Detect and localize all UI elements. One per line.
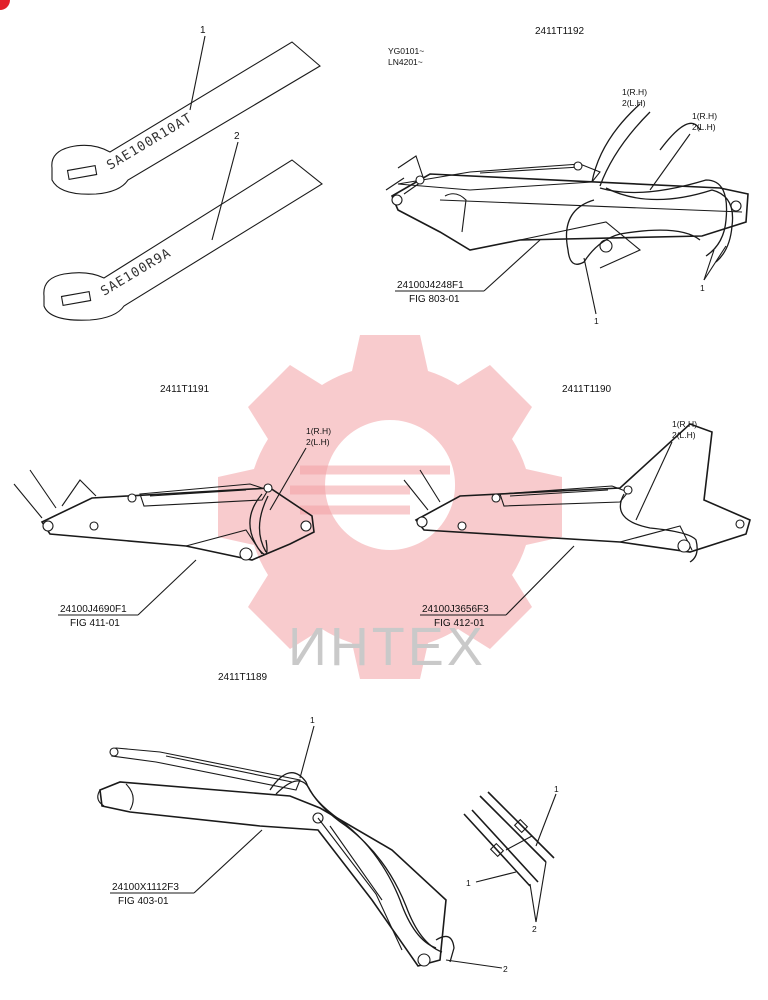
- view-2411T1192: 2411T1192 YG0101~ LN4201~ 1(R.H) 2(L.H) …: [385, 26, 749, 326]
- view-2411T1189: 2411T1189 1 24100X1112F3 FIG 403-01 2: [97, 672, 559, 974]
- view-1192-code: 2411T1192: [535, 26, 585, 37]
- hose-detail-inset: 1 1 2: [463, 784, 559, 934]
- view-1192-callout-a1: 1(R.H): [622, 87, 647, 97]
- view-1190-callout-1: 1(R.H): [672, 419, 697, 429]
- watermark-text: ИНТЕХ: [288, 617, 486, 677]
- view-1190-code: 2411T1190: [562, 384, 612, 395]
- view-1191-callout-1: 1(R.H): [306, 426, 331, 436]
- view-1191-part-number: 24100J4690F1: [60, 604, 127, 615]
- view-1191-callout-2: 2(L.H): [306, 437, 330, 447]
- view-1192-item-bottom: 1: [594, 316, 599, 326]
- watermark: ИНТЕХ: [218, 335, 562, 679]
- view-1189-part-number: 24100X1112F3: [112, 882, 179, 893]
- tag-callout-1: 1: [200, 25, 206, 36]
- view-2411T1191: 2411T1191 1(R.H) 2(L.H) 24100J4690F1 FIG…: [13, 384, 331, 629]
- tag-2-text: SAE100R9A: [98, 246, 174, 300]
- view-1189-item-top: 1: [310, 715, 315, 725]
- hose-tag-1: SAE100R10AT 1: [51, 25, 321, 195]
- view-1192-item-right: 1: [700, 283, 705, 293]
- view-1190-callout-2: 2(L.H): [672, 430, 696, 440]
- view-1192-callout-b1: 1(R.H): [692, 111, 717, 121]
- detail-item-1a: 1: [554, 784, 559, 794]
- hose-tag-2: SAE100R9A 2: [43, 131, 323, 321]
- view-1189-code: 2411T1189: [218, 672, 268, 683]
- view-1190-fig: FIG 412-01: [434, 618, 485, 629]
- corner-mark: [0, 0, 10, 10]
- view-1192-part-number: 24100J4248F1: [397, 280, 464, 291]
- view-1191-fig: FIG 411-01: [70, 618, 120, 629]
- detail-item-1b: 1: [466, 878, 471, 888]
- tag-1-text: SAE100R10AT: [104, 111, 195, 174]
- view-1192-fig: FIG 803-01: [409, 294, 460, 305]
- view-1192-callout-a2: 2(L.H): [622, 98, 646, 108]
- view-2411T1190: 2411T1190 1(R.H) 2(L.H) 24100J3656F3 FIG…: [403, 384, 751, 629]
- gear-watermark-icon: [218, 335, 562, 679]
- view-1190-part-number: 24100J3656F3: [422, 604, 489, 615]
- tag-callout-2: 2: [234, 131, 240, 142]
- view-1191-code: 2411T1191: [160, 384, 210, 395]
- view-1192-serial-1: YG0101~: [388, 46, 424, 56]
- view-1189-fig: FIG 403-01: [118, 896, 169, 907]
- view-1192-serial-2: LN4201~: [388, 57, 423, 67]
- detail-item-2: 2: [532, 924, 537, 934]
- view-1189-item-bottom: 2: [503, 964, 508, 974]
- view-1192-callout-b2: 2(L.H): [692, 122, 716, 132]
